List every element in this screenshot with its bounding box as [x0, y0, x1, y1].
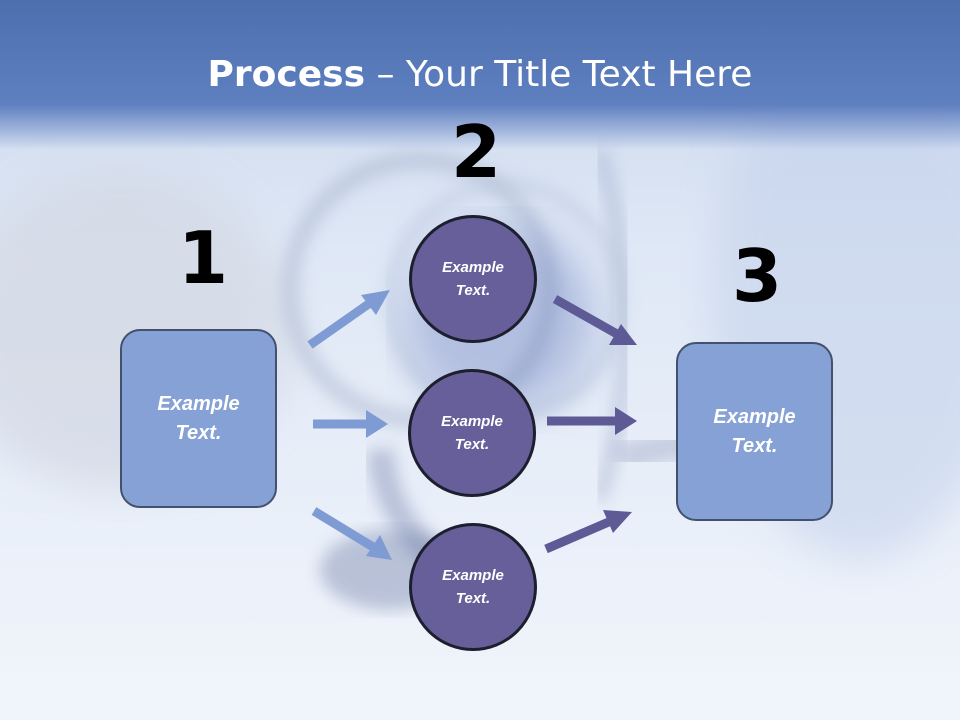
- circle-middle-text: Example Text.: [441, 413, 503, 453]
- slide-title: Process – Your Title Text Here: [0, 54, 960, 95]
- step-3-text: Example Text.: [713, 405, 796, 457]
- arrow-to-top-icon: [307, 290, 390, 349]
- arrow-to-bottom-icon: [311, 507, 392, 560]
- arrow-from-top-icon: [552, 295, 637, 345]
- title-rest: – Your Title Text Here: [365, 54, 753, 95]
- arrow-from-middle-icon: [547, 407, 637, 435]
- title-band: [0, 0, 960, 150]
- step-1-text: Example Text.: [157, 392, 240, 444]
- arrow-to-middle-icon: [313, 410, 388, 438]
- step-2-circle-bottom: Example Text.: [409, 523, 537, 651]
- circle-bottom-text: Example Text.: [442, 567, 504, 607]
- arrow-from-bottom-icon: [544, 510, 632, 554]
- circle-top-text: Example Text.: [442, 259, 504, 299]
- step-1-box: Example Text.: [120, 329, 277, 508]
- title-bold: Process: [207, 54, 366, 95]
- step-3-box: Example Text.: [676, 342, 833, 521]
- step-2-circle-top: Example Text.: [409, 215, 537, 343]
- step-2-circle-middle: Example Text.: [408, 369, 536, 497]
- step-number-3: 3: [732, 234, 783, 318]
- step-number-1: 1: [178, 216, 229, 300]
- step-number-2: 2: [451, 110, 502, 194]
